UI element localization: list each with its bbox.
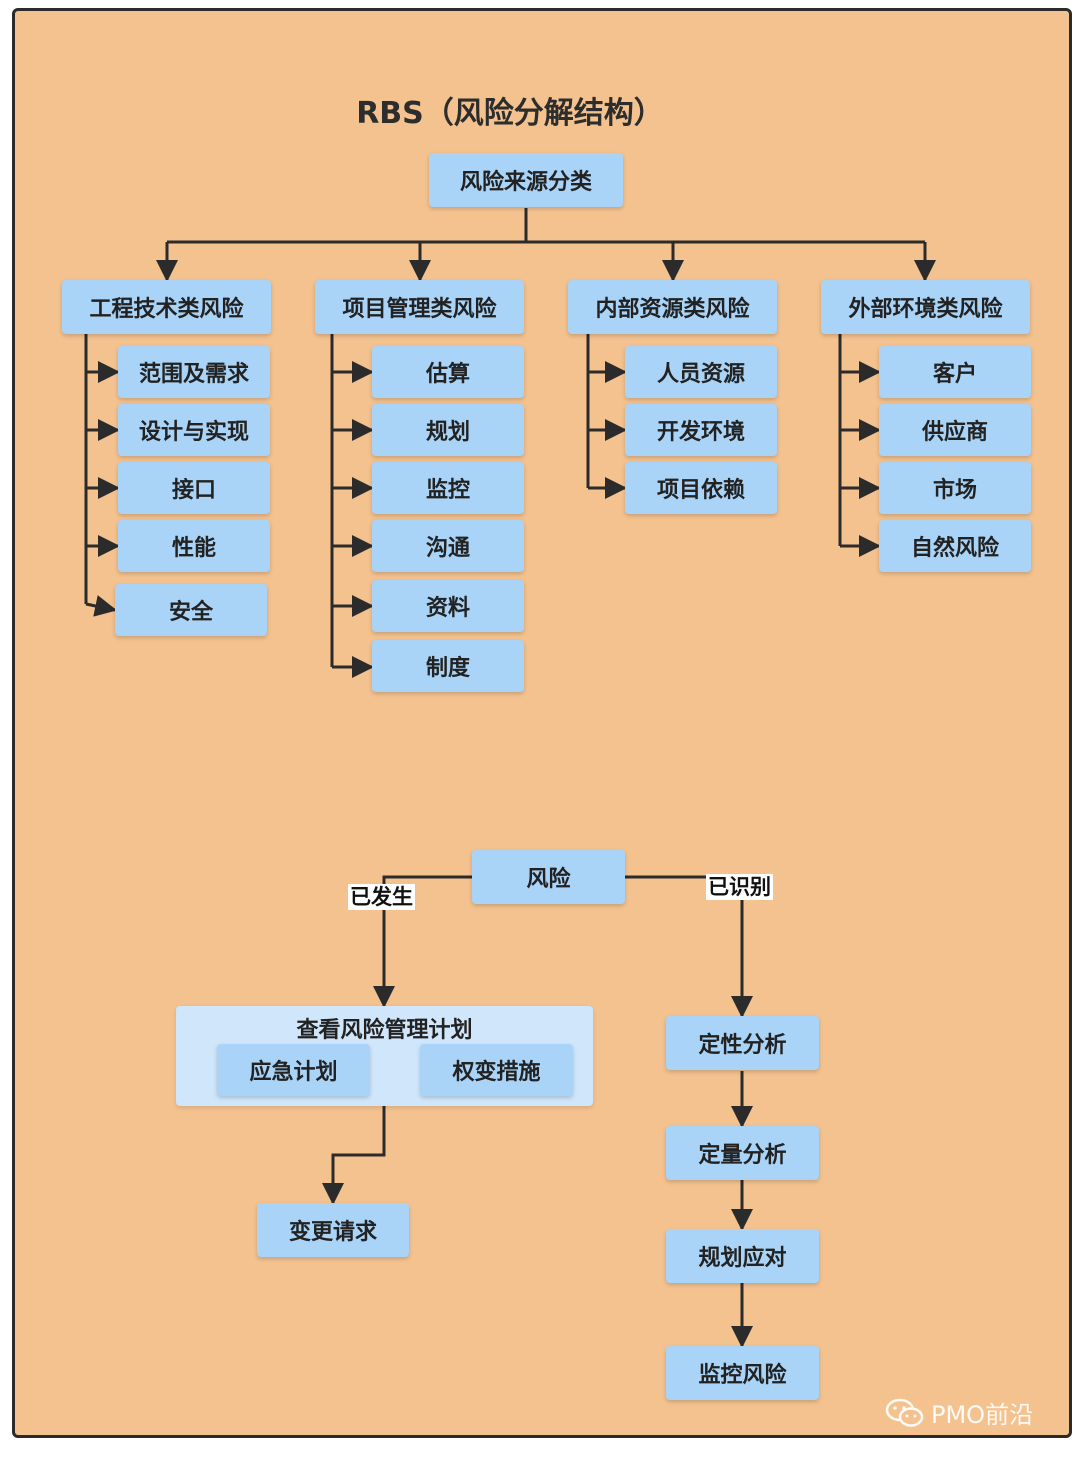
- risk-item: 设计与实现: [118, 404, 270, 456]
- qualitative-analysis-node: 定性分析: [666, 1016, 819, 1070]
- plan-group-title: 查看风险管理计划: [296, 1018, 473, 1043]
- category-external-environment: 外部环境类风险: [821, 280, 1030, 334]
- risk-item: 接口: [118, 462, 270, 514]
- category-project-management: 项目管理类风险: [315, 280, 524, 334]
- risk-item: 供应商: [879, 404, 1031, 456]
- risk-item: 安全: [115, 584, 267, 636]
- plan-response-node: 规划应对: [666, 1229, 819, 1283]
- watermark-text: PMO前沿: [931, 1401, 1034, 1429]
- risk-item: 自然风险: [879, 520, 1031, 572]
- risk-item: 规划: [372, 404, 524, 456]
- watermark: PMO前沿: [885, 1395, 1033, 1430]
- diagram-title: RBS（风险分解结构）: [356, 96, 664, 131]
- risk-node: 风险: [472, 850, 625, 904]
- diagram-canvas: [12, 8, 1072, 1438]
- contingency-node: 应急计划: [217, 1044, 370, 1096]
- root-node: 风险来源分类: [429, 153, 623, 207]
- risk-item: 人员资源: [625, 346, 777, 398]
- occurred-edge-label: 已发生: [348, 884, 415, 910]
- category-engineering: 工程技术类风险: [62, 280, 271, 334]
- risk-item: 开发环境: [625, 404, 777, 456]
- risk-item: 市场: [879, 462, 1031, 514]
- monitor-risk-node: 监控风险: [666, 1346, 819, 1400]
- change-request-node: 变更请求: [257, 1203, 409, 1257]
- identified-edge-label: 已识别: [706, 874, 773, 900]
- category-internal-resources: 内部资源类风险: [568, 280, 777, 334]
- workaround-node: 权变措施: [420, 1044, 573, 1096]
- plan-group: 查看风险管理计划 应急计划 权变措施: [176, 1006, 593, 1106]
- risk-item: 性能: [118, 520, 270, 572]
- risk-item: 估算: [372, 346, 524, 398]
- risk-item: 项目依赖: [625, 462, 777, 514]
- risk-item: 制度: [372, 640, 524, 692]
- risk-item: 沟通: [372, 520, 524, 572]
- risk-item: 客户: [879, 346, 1031, 398]
- wechat-icon: [885, 1398, 924, 1427]
- risk-item: 监控: [372, 462, 524, 514]
- quantitative-analysis-node: 定量分析: [666, 1126, 819, 1180]
- risk-item: 范围及需求: [118, 346, 270, 398]
- risk-item: 资料: [372, 580, 524, 632]
